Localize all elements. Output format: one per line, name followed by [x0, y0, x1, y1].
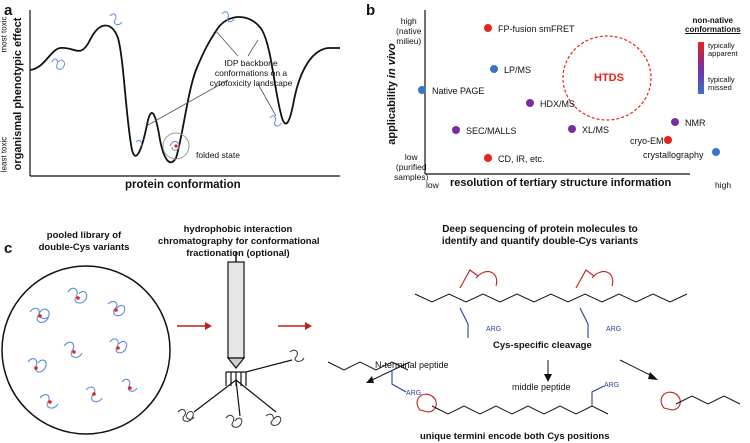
- panel-a-letter: a: [4, 2, 13, 19]
- legend-top-2: apparent: [708, 49, 738, 58]
- folded-state-label: folded state: [196, 150, 240, 160]
- method-dot-6: [671, 118, 679, 126]
- middle-peptide-label: middle peptide: [512, 382, 571, 392]
- method-label-0: FP-fusion smFRET: [498, 24, 575, 34]
- step2-line3: fractionation (optional): [186, 248, 290, 259]
- idp-conformation-1: [51, 58, 65, 70]
- legend-title-1: non-native: [692, 16, 733, 25]
- termini-label: unique termini encode both Cys positions: [420, 431, 610, 442]
- panel-b: b applicability in vivo high (native mil…: [360, 0, 750, 200]
- idp-annotation: IDP backbone conformations on a cytotoxi…: [196, 58, 306, 88]
- idp-annotation-line2: conformations on a: [214, 68, 288, 78]
- x-low-label: low: [426, 180, 439, 190]
- step2-title: hydrophobic interaction chromatography f…: [158, 224, 320, 260]
- legend-title-2: conformations: [685, 25, 741, 34]
- legend-top: typically apparent: [708, 42, 738, 58]
- method-dot-9: [712, 148, 720, 156]
- legend-bottom-2: missed: [708, 83, 732, 92]
- step3-title: Deep sequencing of protein molecules to …: [395, 224, 685, 248]
- workflow-diagram: [1, 252, 741, 435]
- y-low-sub2: samples): [394, 172, 429, 182]
- y-high-label: high (native milieu): [396, 16, 422, 46]
- method-dot-5: [568, 125, 576, 133]
- method-label-1: LP/MS: [504, 65, 532, 75]
- idp-annotation-line1: IDP backbone: [224, 58, 278, 68]
- method-dot-2: [418, 86, 426, 94]
- y-low-text: low: [404, 152, 418, 162]
- idp-conformation-5: [135, 139, 142, 147]
- method-label-6: NMR: [685, 118, 706, 128]
- folded-state-circle: [162, 132, 190, 160]
- idp-conformation-2: [109, 13, 123, 26]
- legend-bottom-1: typically: [708, 75, 735, 84]
- panel-c: c pooled library of double-Cys variants …: [0, 222, 750, 443]
- y-high-sub2: milieu): [396, 36, 422, 46]
- library-circle: [1, 265, 171, 435]
- panel-c-letter: c: [4, 240, 13, 257]
- x-high-label: high: [715, 180, 732, 190]
- panel-a: a organismal phenotypic effect most toxi…: [0, 0, 345, 200]
- step2-line1: hydrophobic interaction: [183, 224, 293, 235]
- legend-top-1: typically: [708, 41, 735, 50]
- methods-plot: [424, 10, 704, 175]
- y-high-text: high: [400, 16, 417, 26]
- step2-line2: chromatography for conformational: [158, 236, 320, 247]
- step1-title: pooled library of double-Cys variants: [20, 230, 148, 254]
- method-dot-4: [452, 126, 460, 134]
- hic-column: [227, 261, 245, 359]
- method-label-9: crystallography: [643, 150, 704, 160]
- arg-label-1: ARG: [486, 326, 502, 333]
- htds-region: [562, 35, 652, 121]
- legend-bottom: typically missed: [708, 76, 735, 92]
- cleavage-label: Cys-specific cleavage: [493, 340, 592, 351]
- method-label-2: Native PAGE: [432, 86, 485, 96]
- y-low-label: low (purified samples): [394, 152, 428, 182]
- arg-label-3: ARG: [406, 390, 422, 397]
- legend-title: non-native conformations: [685, 16, 741, 34]
- idp-annotation-line3: cytotoxicity landscape: [209, 78, 293, 88]
- landscape-curve: [29, 16, 340, 164]
- step3-line1: Deep sequencing of protein molecules to: [442, 224, 638, 235]
- method-label-4: SEC/MALLS: [466, 126, 517, 136]
- method-dot-0: [484, 24, 492, 32]
- panel-b-xlabel: resolution of tertiary structure informa…: [450, 177, 672, 189]
- method-label-7: cryo-EM: [630, 136, 664, 146]
- step1-line1: pooled library of: [46, 230, 122, 241]
- panel-a-xlabel: protein conformation: [125, 179, 241, 191]
- method-dot-3: [526, 99, 534, 107]
- method-label-3: HDX/MS: [540, 99, 576, 109]
- step3-line2: identify and quantify double-Cys variant…: [441, 236, 639, 247]
- toxicity-landscape-plot: [29, 10, 340, 177]
- method-dot-1: [490, 65, 498, 73]
- arg-label-4: ARG: [604, 382, 620, 389]
- method-label-5: XL/MS: [582, 125, 610, 135]
- method-dot-8: [484, 154, 492, 162]
- n-terminal-label: N-terminal peptide: [375, 360, 449, 370]
- method-label-8: CD, IR, etc.: [498, 154, 545, 164]
- htds-label: HTDS: [594, 72, 624, 84]
- panel-b-letter: b: [366, 2, 376, 19]
- y-high-sub1: (native: [396, 26, 422, 36]
- idp-conformation-3: [221, 11, 235, 23]
- arg-label-2: ARG: [606, 326, 622, 333]
- legend-colorbar: [698, 42, 704, 94]
- step1-line2: double-Cys variants: [38, 242, 130, 253]
- method-dot-7: [664, 136, 672, 144]
- y-low-sub1: (purified: [395, 162, 427, 172]
- idp-conformation-4: [269, 115, 282, 127]
